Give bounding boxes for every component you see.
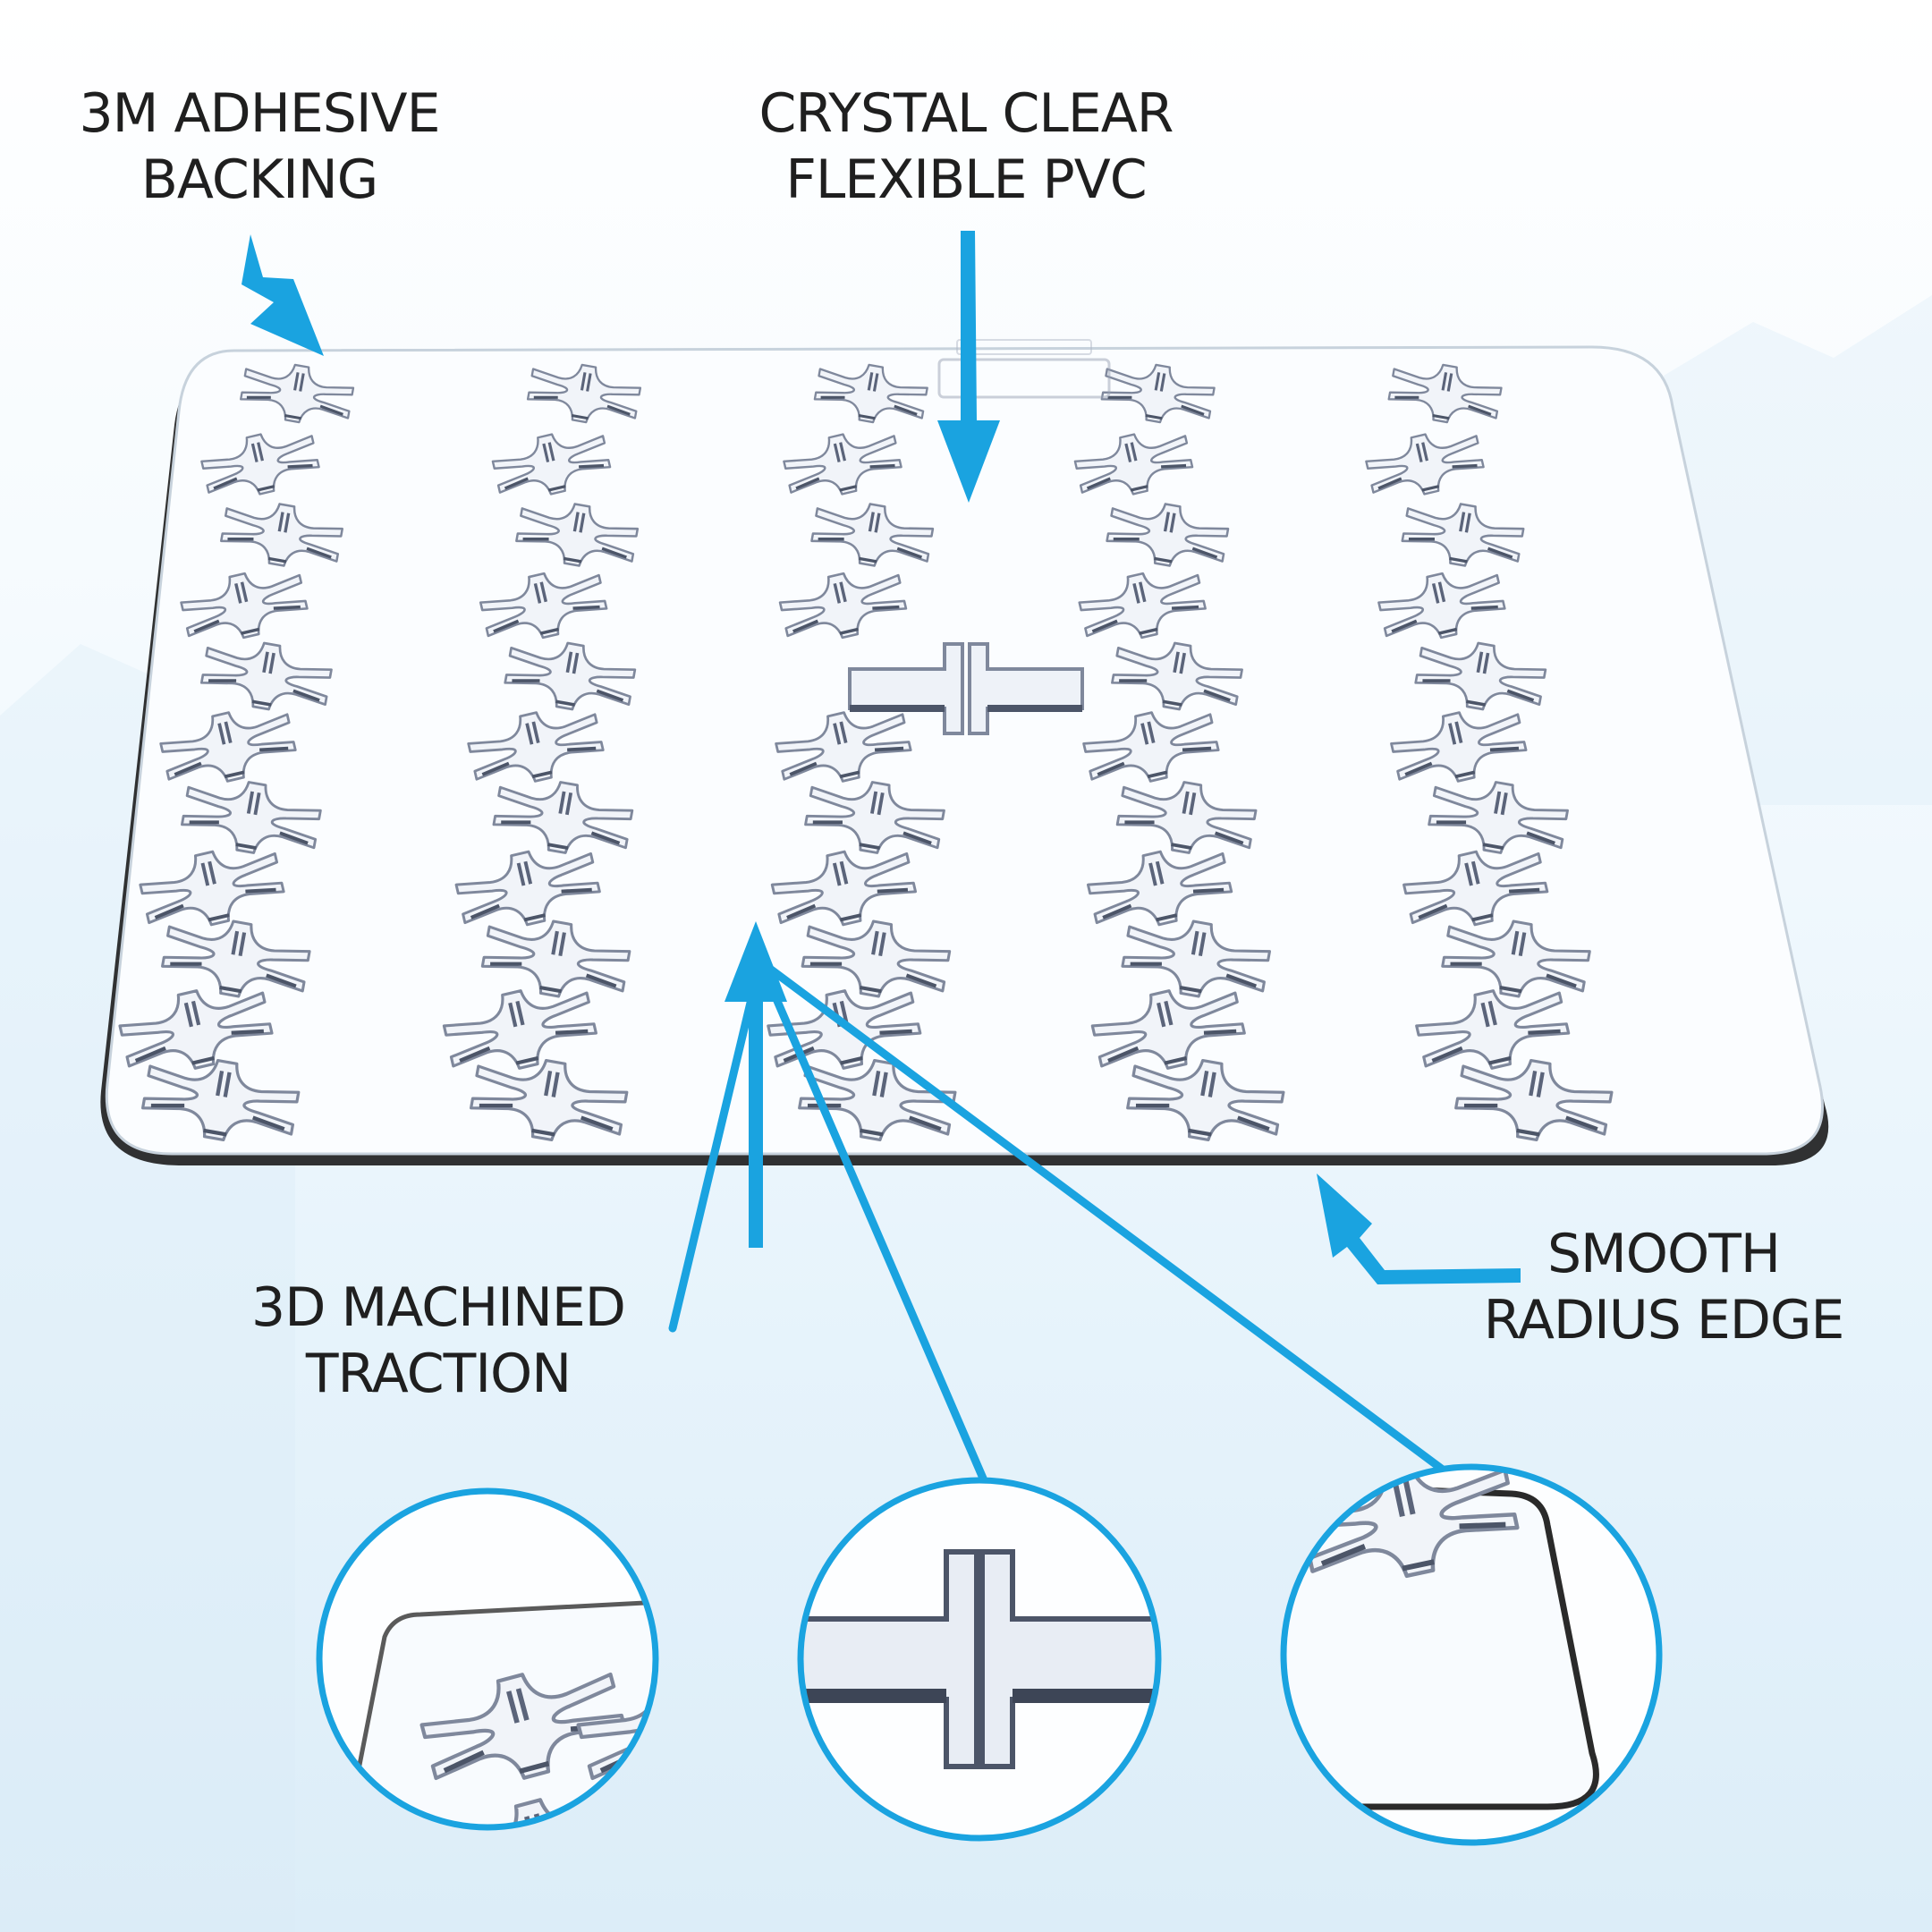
magnifier-circle-icon [316, 1487, 659, 1831]
arrow-icon [724, 921, 787, 1248]
callout-crystal-clear-pvc: CRYSTAL CLEAR FLEXIBLE PVC [707, 80, 1225, 213]
callout-line: CRYSTAL CLEAR [758, 82, 1174, 145]
center-logo-icon [848, 642, 1084, 735]
callout-line: RADIUS EDGE [1483, 1289, 1845, 1352]
arrow-icon [242, 234, 324, 356]
callout-3d-machined-traction: 3D MACHINED TRACTION [206, 1275, 671, 1407]
callout-line: TRACTION [305, 1343, 572, 1405]
callout-line: 3D MACHINED [251, 1276, 626, 1339]
callout-line: FLEXIBLE PVC [785, 148, 1147, 211]
callout-adhesive-backing: 3M ADHESIVE BACKING [36, 80, 483, 213]
magnifier-circle-icon [797, 1477, 1162, 1842]
arrows [242, 231, 1521, 1284]
callout-line: BACKING [140, 148, 378, 211]
arrow-icon [937, 231, 1000, 503]
brand-logo-faint [937, 339, 1111, 399]
callout-line: 3M ADHESIVE [79, 82, 440, 145]
callout-smooth-radius-edge: SMOOTH RADIUS EDGE [1440, 1221, 1887, 1353]
arrow-icon [1317, 1174, 1521, 1284]
callout-line: SMOOTH [1546, 1223, 1781, 1285]
traction-pad [100, 339, 1829, 1165]
magnifier-circle-icon [1280, 1463, 1663, 1846]
